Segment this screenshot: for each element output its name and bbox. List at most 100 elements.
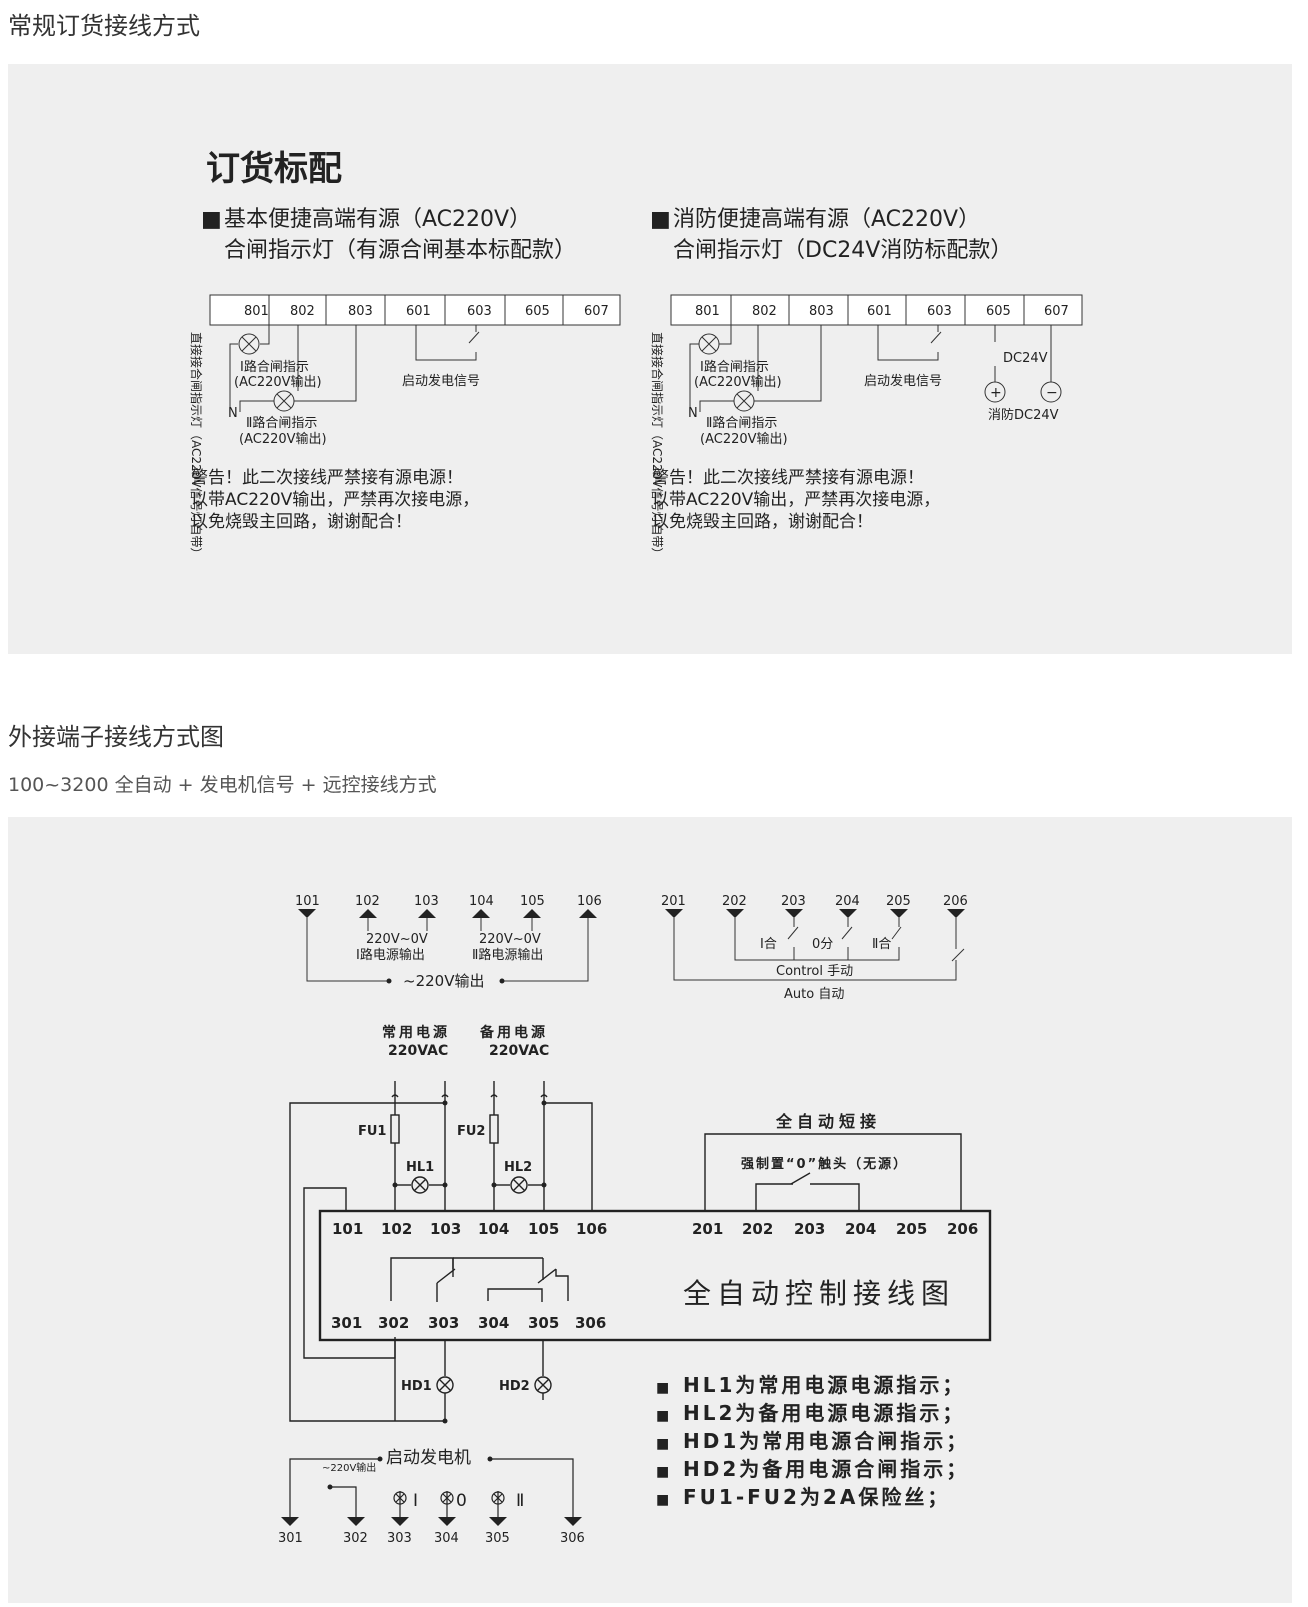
gen-term-301: 301 (278, 1531, 303, 1546)
fuse1-label: FU1 (358, 1124, 386, 1139)
gen-term-302: 302 (343, 1531, 368, 1546)
left-warning-line3: 以免烧毁主回路，谢谢配合！ (191, 512, 412, 532)
hd2-label: HD2 (499, 1379, 530, 1394)
box-term-103: 103 (430, 1220, 461, 1238)
right-warning: 警告！此二次接线严禁接有源电源！ 以带AC220V输出，严禁再次接电源， 以免烧… (652, 468, 940, 532)
gen-term-305: 305 (485, 1531, 510, 1546)
left-term-605: 605 (525, 304, 550, 319)
main-wiring (289, 1081, 992, 1422)
right-terminal-strip: 801 802 803 601 603 605 607 (670, 294, 1083, 326)
right-term-803: 803 (809, 304, 834, 319)
tl-term-104: 104 (469, 894, 494, 909)
left-lamp1-line2: (AC220V输出) (234, 374, 322, 390)
switch-0-open: 0分 (812, 937, 833, 952)
right-term-801: 801 (695, 304, 720, 319)
note-bullet-4: ■ (656, 1464, 669, 1480)
top-left-terminals: 101 102 103 104 105 106 220V~0V Ⅰ路电源输出 2… (295, 894, 602, 990)
left-vertical-label: 直接接合闸指示灯（AC220V信号灯自带） (189, 332, 204, 560)
box-title: 全自动控制接线图 (683, 1277, 955, 1310)
left-term-803: 803 (348, 304, 373, 319)
gen-term-303: 303 (387, 1531, 412, 1546)
tl-term-105: 105 (520, 894, 545, 909)
section-subheading: 100~3200 全自动 + 发电机信号 + 远控接线方式 (8, 774, 437, 796)
left-term-601: 601 (406, 304, 431, 319)
right-lamp2-line2: (AC220V输出) (700, 431, 788, 447)
right-term-605: 605 (986, 304, 1011, 319)
hl2-label: HL2 (504, 1160, 532, 1175)
left-wiring (229, 325, 480, 412)
source2-line1: 备用电源 (479, 1024, 548, 1041)
order-standard-panel: 订货标配 ■ 基本便捷高端有源（AC220V） 合闸指示灯（有源合闸基本标配款）… (8, 64, 1292, 654)
box-term-303: 303 (428, 1314, 459, 1332)
note-3: HD1为常用电源合闸指示； (683, 1429, 969, 1453)
right-title-line1: 消防便捷高端有源（AC220V） (673, 207, 980, 232)
left-config: ■ 基本便捷高端有源（AC220V） 合闸指示灯（有源合闸基本标配款） (201, 207, 576, 263)
gen-term-304: 304 (434, 1531, 459, 1546)
left-lamp2-line1: Ⅱ路合闸指示 (246, 415, 317, 431)
tr-term-206: 206 (943, 894, 968, 909)
box-term-205: 205 (896, 1220, 927, 1238)
left-term-607: 607 (584, 304, 609, 319)
out2-line1: 220V~0V (479, 932, 541, 947)
left-lamp2-line2: (AC220V输出) (239, 431, 327, 447)
right-lamp1-line1: Ⅰ路合闸指示 (700, 359, 769, 375)
generator-title: 启动发电机 (386, 1448, 471, 1468)
right-gen-label: 启动发电信号 (864, 373, 942, 389)
left-warning: 警告！此二次接线严禁接有源电源！ 以带AC220V输出，严禁再次接电源， 以免烧… (191, 468, 479, 532)
order-wiring-diagram: 订货标配 ■ 基本便捷高端有源（AC220V） 合闸指示灯（有源合闸基本标配款）… (189, 149, 1083, 560)
box-term-304: 304 (478, 1314, 509, 1332)
box-term-202: 202 (742, 1220, 773, 1238)
plus-icon: + (990, 385, 1002, 401)
tr-term-204: 204 (835, 894, 860, 909)
right-term-601: 601 (867, 304, 892, 319)
box-term-302: 302 (378, 1314, 409, 1332)
box-term-206: 206 (947, 1220, 978, 1238)
power-sources: 常用电源 220VAC 备用电源 220VAC (382, 1024, 549, 1059)
terminal-wiring-panel: 101 102 103 104 105 106 220V~0V Ⅰ路电源输出 2… (8, 817, 1292, 1603)
fuse2-label: FU2 (457, 1124, 485, 1139)
left-title-line2: 合闸指示灯（有源合闸基本标配款） (224, 238, 576, 263)
top-right-terminals: 201 202 203 204 205 206 Ⅰ合 0分 Ⅱ合 Control… (661, 894, 968, 1002)
gen-label-0: 0 (456, 1491, 467, 1511)
note-bullet-1: ■ (656, 1380, 669, 1396)
source1-line1: 常用电源 (382, 1024, 450, 1041)
right-lamp2-line1: Ⅱ路合闸指示 (706, 415, 777, 431)
left-terminal-strip: 801 802 803 601 603 605 607 (209, 294, 621, 326)
note-1: HL1为常用电源电源指示； (683, 1373, 965, 1397)
left-lamp1-line1: Ⅰ路合闸指示 (240, 359, 309, 375)
left-term-802: 802 (290, 304, 315, 319)
tl-term-106: 106 (577, 894, 602, 909)
left-labels: 直接接合闸指示灯（AC220V信号灯自带） Ⅰ路合闸指示 (AC220V输出) … (189, 332, 480, 560)
box-term-204: 204 (845, 1220, 876, 1238)
tl-term-101: 101 (295, 894, 320, 909)
full-auto-short: 全自动短接 (775, 1112, 881, 1131)
left-warning-line1: 警告！此二次接线严禁接有源电源！ (191, 468, 463, 488)
note-2: HL2为备用电源电源指示； (683, 1401, 965, 1425)
box-term-106: 106 (576, 1220, 607, 1238)
out1-line2: Ⅰ路电源输出 (356, 947, 425, 963)
right-wiring (689, 325, 1062, 412)
right-vertical-label: 直接接合闸指示灯（AC220V信号灯自带） (650, 332, 665, 560)
output-220v: ~220V输出 (403, 972, 484, 990)
terminal-wiring-diagram: 101 102 103 104 105 106 220V~0V Ⅰ路电源输出 2… (278, 894, 992, 1546)
generator-output: ~220V输出 (322, 1461, 376, 1474)
note-bullet-3: ■ (656, 1436, 669, 1452)
source2-line2: 220VAC (489, 1043, 549, 1059)
gen-label-2: Ⅱ (516, 1491, 524, 1511)
left-title-line1: 基本便捷高端有源（AC220V） (224, 207, 531, 232)
note-bullet-5: ■ (656, 1492, 669, 1508)
main-labels: FU1 FU2 HL1 HL2 全自动短接 强制置“0”触头（无源） 101 1… (331, 1112, 978, 1394)
box-term-201: 201 (692, 1220, 723, 1238)
left-gen-label: 启动发电信号 (402, 373, 480, 389)
tl-term-102: 102 (355, 894, 380, 909)
right-warning-line3: 以免烧毁主回路，谢谢配合！ (652, 512, 873, 532)
legend-notes: ■ HL1为常用电源电源指示； ■ HL2为备用电源电源指示； ■ HD1为常用… (656, 1373, 969, 1509)
box-term-104: 104 (478, 1220, 509, 1238)
box-term-306: 306 (575, 1314, 606, 1332)
right-lamp1-line2: (AC220V输出) (694, 374, 782, 390)
left-n-label: N (228, 406, 238, 421)
right-warning-line2: 以带AC220V输出，严禁再次接电源， (652, 490, 940, 510)
section-heading-order: 常规订货接线方式 (8, 12, 200, 40)
control-manual: Control 手动 (776, 964, 853, 979)
left-term-801: 801 (244, 304, 269, 319)
